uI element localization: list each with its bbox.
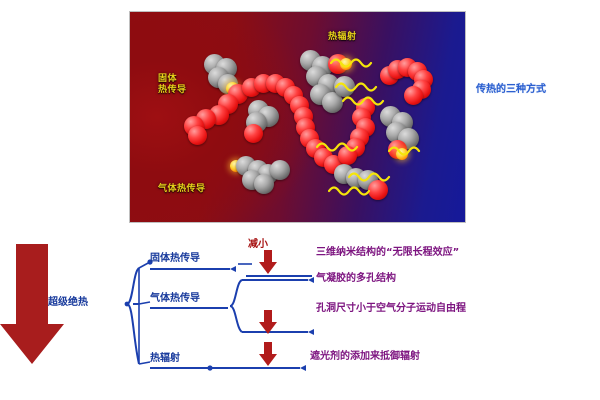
illustration-label-solid-conduction: 固体 热传导 <box>158 74 187 97</box>
illustration-caption: 传热的三种方式 <box>476 84 546 95</box>
atom-gray <box>270 160 290 180</box>
flow-branch-gas-conduction: 气体热传导 <box>150 293 200 304</box>
radiation-wave <box>316 142 359 152</box>
label-solid-line1: 固体 <box>158 74 178 84</box>
flow-result-long-range-effect: 三维纳米结构的“无限长程效应” <box>316 247 460 258</box>
atom-red <box>368 180 388 200</box>
label-solid-line2: 热传导 <box>158 85 187 96</box>
atom-red <box>404 86 423 105</box>
atom-red <box>188 126 207 145</box>
flow-result-pore-size: 孔洞尺寸小于空气分子运动自由程 <box>316 303 466 314</box>
illustration-label-thermal-radiation: 热辐射 <box>328 32 357 42</box>
flow-root-label: 超级绝热 <box>48 297 88 308</box>
molecule-cluster <box>130 12 465 222</box>
radiation-wave <box>388 146 421 156</box>
flow-diagram: 超级绝热 固体热传导 气体热传导 热辐射 减小 三维纳米结构的“无限长程效应” … <box>0 236 600 400</box>
flow-connector-reduce: 减小 <box>248 239 268 250</box>
radiation-wave <box>335 82 378 92</box>
flow-result-aerogel-pores: 气凝胶的多孔结构 <box>316 273 396 284</box>
illustration-label-gas-conduction: 气体热传导 <box>158 184 206 194</box>
heat-transfer-illustration: 固体 热传导 气体热传导 热辐射 <box>130 12 465 222</box>
atom-red <box>244 124 263 143</box>
down-arrow-icon <box>0 244 64 364</box>
flow-branch-thermal-radiation: 热辐射 <box>150 353 180 364</box>
atom-gray <box>322 92 343 113</box>
radiation-wave <box>328 186 371 196</box>
flow-connectors <box>0 244 314 371</box>
atom-hot <box>340 58 352 70</box>
radiation-wave <box>330 58 373 68</box>
radiation-wave <box>342 96 385 106</box>
flow-branch-solid-conduction: 固体热传导 <box>150 253 200 264</box>
radiation-wave <box>348 172 391 182</box>
flow-result-opacifier: 遮光剂的添加来抵御辐射 <box>310 351 420 362</box>
atom-gray <box>254 174 274 194</box>
